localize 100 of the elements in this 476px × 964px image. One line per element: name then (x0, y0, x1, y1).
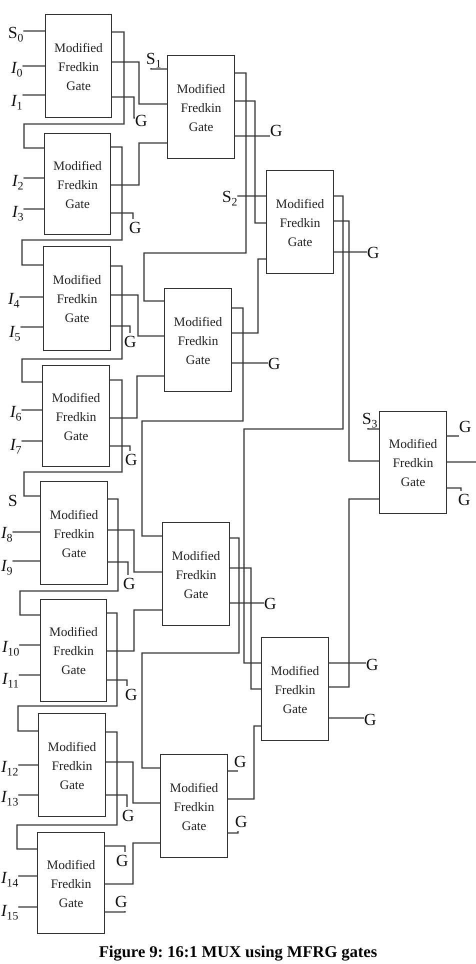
signal-label: G (124, 333, 136, 351)
wire (228, 725, 261, 800)
wire (107, 679, 128, 686)
logic-gate-box (45, 14, 112, 118)
wire (18, 875, 37, 877)
wire (108, 561, 129, 575)
gate-label: Modified Fredkin Gate (52, 271, 102, 327)
gate-label: Modified Fredkin Gate (54, 38, 103, 94)
gate-label: Modified Fredkin Gate (170, 778, 218, 834)
gate-label: Modified Fredkin Gate (48, 738, 96, 794)
gate-label: Modified Fredkin Gate (52, 388, 100, 444)
signal-label: G (116, 852, 128, 870)
wire (447, 461, 476, 463)
logic-gate-box (266, 170, 334, 274)
signal-label: G (268, 355, 280, 373)
wire (150, 68, 167, 70)
wire (18, 906, 37, 908)
wire (237, 195, 266, 197)
wire (105, 910, 126, 913)
gate-label: Modified Fredkin Gate (176, 80, 226, 136)
wire (111, 325, 131, 333)
signal-label: I$_{9}$ (1, 557, 12, 575)
logic-gate-box (42, 365, 110, 467)
signal-label: I$_{8}$ (1, 524, 12, 542)
signal-label: I$_{12}$ (1, 758, 18, 776)
gate-label: Modified Fredkin Gate (174, 312, 222, 368)
signal-label: I$_{7}$ (10, 436, 22, 454)
logic-gate-box (38, 713, 106, 817)
gate-label: Modified Fredkin Gate (172, 546, 220, 602)
signal-label: S$_{3}$ (362, 410, 378, 428)
wire (107, 609, 162, 652)
signal-label: G (367, 244, 380, 262)
wire (329, 498, 379, 688)
wire (22, 440, 42, 442)
wire (18, 794, 38, 796)
wire (110, 445, 131, 451)
signal-label: I$_{13}$ (1, 788, 18, 806)
wire (235, 135, 270, 137)
gate-label: Modified Fredkin Gate (49, 623, 98, 679)
signal-label: I$_{3}$ (12, 203, 24, 221)
signal-label: G (264, 595, 276, 613)
wire (22, 409, 42, 411)
signal-label: I$_{5}$ (9, 323, 20, 341)
wire (143, 72, 247, 302)
wire (23, 31, 125, 149)
wire (22, 94, 45, 96)
wire (110, 375, 164, 419)
wire (19, 498, 119, 616)
wire (20, 326, 43, 328)
wire (447, 435, 459, 437)
logic-gate-box (379, 411, 447, 514)
signal-label: I$_{0}$ (11, 59, 22, 77)
gate-label: Modified Fredkin Gate (50, 506, 98, 562)
wire (17, 612, 118, 732)
logic-gate-box (40, 599, 107, 702)
logic-gate-box (37, 832, 105, 934)
wire (21, 265, 123, 383)
signal-label: I$_{14}$ (1, 869, 18, 887)
wire (232, 258, 266, 334)
signal-label: I$_{10}$ (2, 638, 20, 656)
gate-label: Modified Fredkin Gate (46, 856, 96, 912)
signal-label: G (135, 112, 148, 130)
signal-label: I$_{2}$ (12, 172, 24, 190)
signal-label: G (125, 686, 138, 704)
wire (235, 100, 266, 224)
signal-label: G (122, 807, 134, 825)
signal-label: I$_{11}$ (2, 670, 19, 688)
wire (22, 65, 45, 67)
signal-label: G (129, 219, 142, 237)
signal-label: I$_{15}$ (1, 902, 18, 920)
wire (228, 831, 239, 834)
wire (367, 428, 379, 430)
wire (23, 30, 45, 32)
signal-label: G (366, 656, 378, 674)
gate-label: Modified Fredkin Gate (276, 194, 324, 250)
wire (230, 567, 261, 690)
wire (329, 662, 366, 664)
wire (105, 842, 160, 885)
wire (141, 537, 240, 769)
signal-label: G (459, 418, 472, 436)
logic-gate-box (167, 55, 235, 159)
wire (228, 770, 239, 772)
logic-gate-box (40, 481, 108, 585)
signal-label: G (270, 122, 282, 140)
wire (232, 362, 268, 364)
gate-label: Modified Fredkin Gate (270, 662, 320, 718)
wire (111, 294, 164, 337)
logic-gate-box (162, 522, 230, 626)
signal-label: G (235, 813, 248, 831)
signal-label: S$_{1}$ (146, 50, 162, 68)
wire (105, 845, 126, 852)
signal-label: G (458, 491, 470, 509)
signal-label: S (8, 492, 18, 510)
wire (329, 717, 364, 719)
wire (18, 764, 38, 766)
signal-label: S$_{0}$ (8, 24, 24, 42)
logic-gate-box (160, 754, 228, 858)
wire (16, 731, 118, 850)
wire (106, 794, 128, 807)
wire (12, 560, 40, 562)
